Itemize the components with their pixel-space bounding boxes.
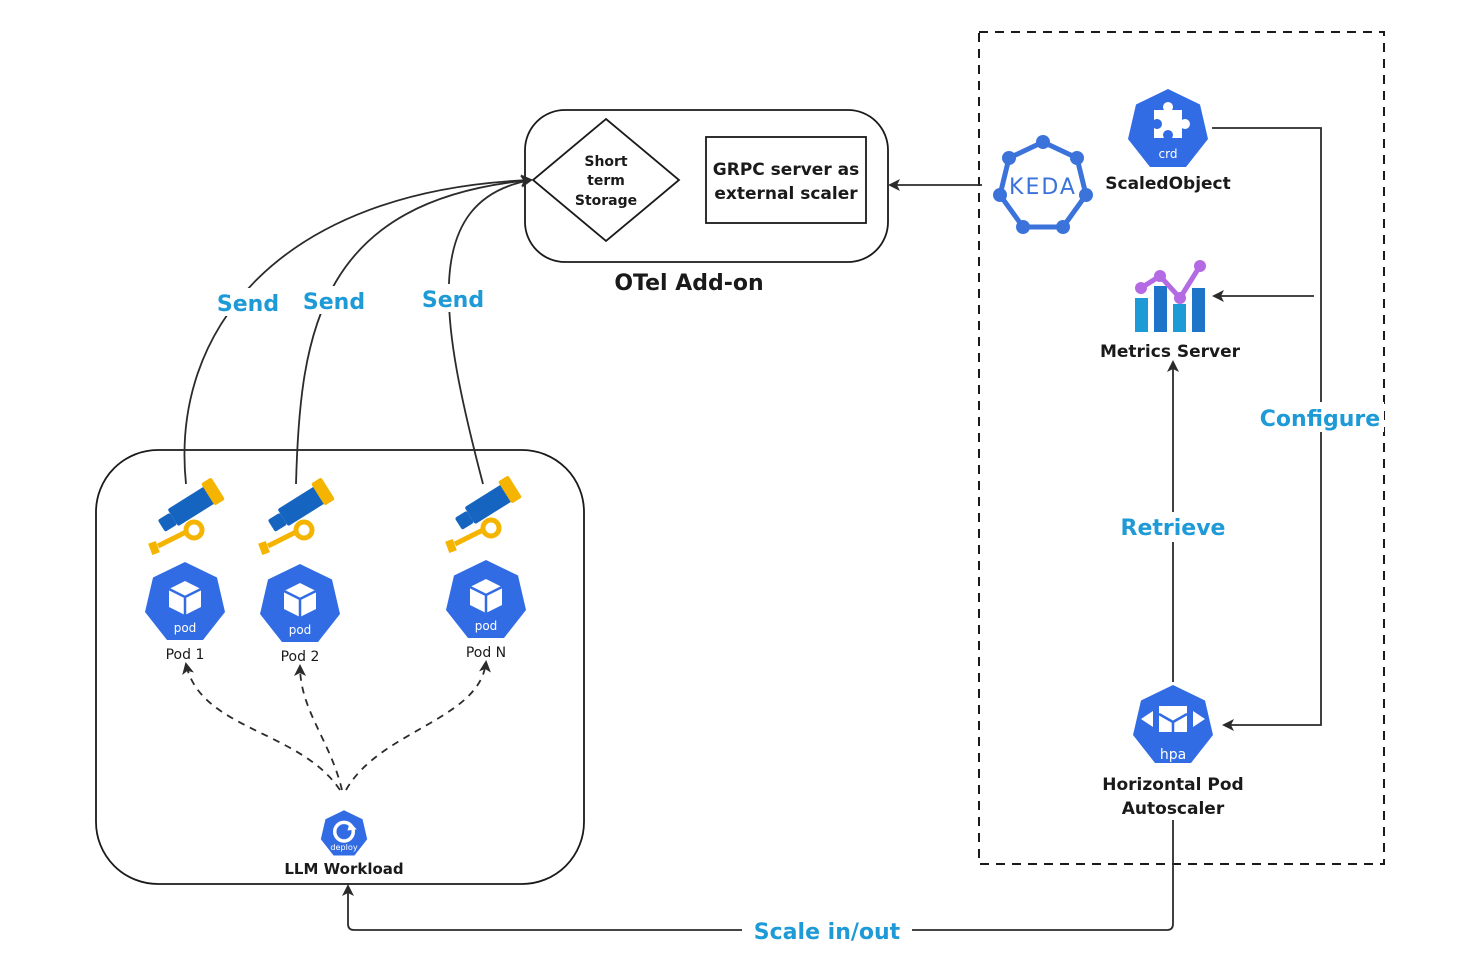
- keda-boundary: [978, 31, 1385, 865]
- metrics-chart-icon: [1135, 260, 1206, 332]
- send-label-3: Send: [422, 288, 484, 313]
- grpc-server-box: [705, 136, 867, 224]
- svg-text:KEDA: KEDA: [1009, 175, 1077, 200]
- retrieve-label: Retrieve: [1121, 516, 1226, 541]
- send-label-1: Send: [217, 292, 279, 317]
- deploy-edge-1: [182, 662, 341, 791]
- send-edge-1: [183, 174, 533, 485]
- pod-icon: pod: [260, 564, 340, 642]
- send-edge-2: [295, 174, 533, 485]
- hpa-label-line-2: Autoscaler: [1122, 799, 1225, 819]
- storage-line-3: Storage: [575, 193, 637, 209]
- crd-icon: crd: [1128, 89, 1208, 167]
- deployment-icon: deploy: [320, 810, 368, 856]
- pod-label-1: Pod 1: [166, 647, 205, 663]
- storage-line-1: Short: [584, 154, 628, 170]
- svg-text:deploy: deploy: [330, 842, 357, 852]
- grpc-line-2: external scaler: [714, 184, 858, 204]
- llm-workload-label: LLM Workload: [284, 860, 403, 878]
- deploy-edge-2: [294, 664, 343, 791]
- svg-text:pod: pod: [289, 623, 312, 637]
- otel-addon-title: OTel Add-on: [614, 271, 763, 296]
- pod-icon: pod: [145, 562, 225, 640]
- svg-text:hpa: hpa: [1160, 747, 1186, 763]
- send-label-2: Send: [303, 290, 365, 315]
- metrics-server-label: Metrics Server: [1100, 342, 1241, 362]
- svg-text:crd: crd: [1159, 147, 1178, 161]
- svg-text:pod: pod: [475, 619, 498, 633]
- configure-label: Configure: [1260, 407, 1380, 432]
- pod-icon: pod: [446, 560, 526, 638]
- pod-label-2: Pod 2: [281, 649, 320, 665]
- pod-label-3: Pod N: [466, 645, 506, 661]
- hpa-label-line-1: Horizontal Pod: [1102, 775, 1243, 795]
- scale-label: Scale in/out: [754, 920, 901, 945]
- short-term-storage-diamond: [531, 117, 681, 243]
- grpc-line-1: GRPC server as: [713, 160, 859, 180]
- deploy-edge-3: [345, 660, 491, 791]
- storage-line-2: term: [587, 173, 625, 189]
- svg-text:pod: pod: [174, 621, 197, 635]
- llm-workload-group: [95, 449, 585, 885]
- keda-logo-icon: KEDA: [993, 135, 1093, 234]
- send-edge-3: [447, 175, 533, 485]
- hpa-icon: hpa: [1133, 685, 1213, 763]
- scaled-object-label: ScaledObject: [1105, 174, 1231, 194]
